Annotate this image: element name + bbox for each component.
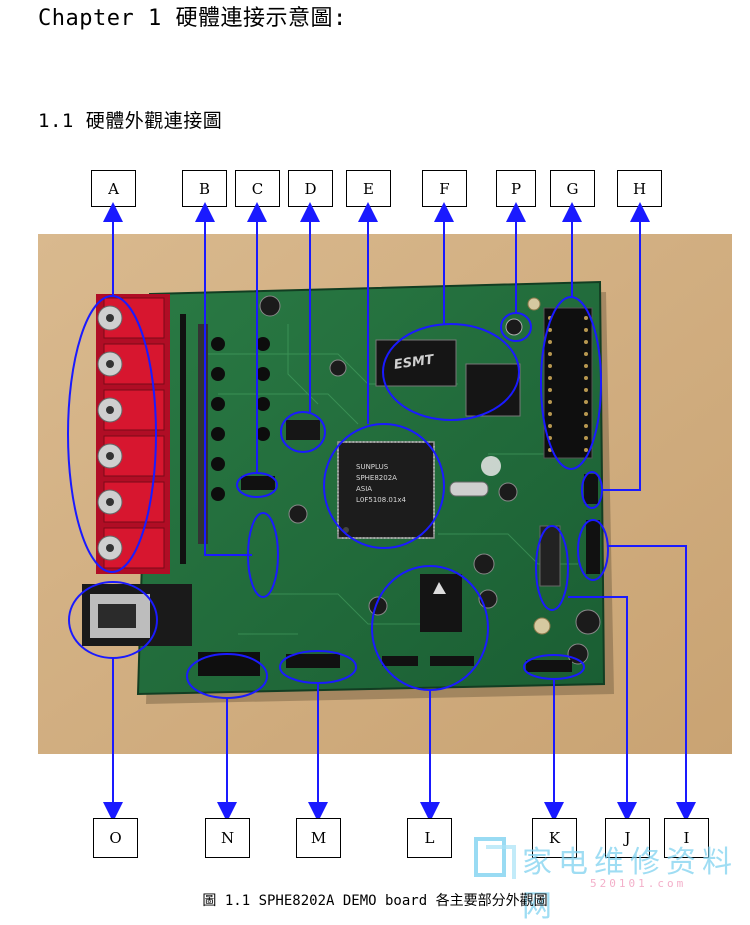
main-chip: SUNPLUS SPHE8202A ASIA L0F5108.01x4 [337, 441, 435, 539]
label-box-k: K [532, 818, 577, 858]
label-box-d: D [288, 170, 333, 207]
ellipse-j [535, 525, 569, 611]
label-box-n: N [205, 818, 250, 858]
eeprom-socket [543, 307, 593, 459]
watermark-url: 520101.com [590, 877, 687, 890]
label-box-f: F [422, 170, 467, 207]
ellipse-b [247, 512, 279, 598]
main-chip-text-3: ASIA [356, 485, 372, 493]
label-box-h: H [617, 170, 662, 207]
section-title: 1.1 硬體外觀連接圖 [38, 110, 223, 132]
arrow-h [602, 202, 650, 491]
figure-caption: 圖 1.1 SPHE8202A DEMO board 各主要部分外觀圖 [202, 893, 548, 909]
arrow-b [195, 202, 252, 556]
ellipse-h [581, 471, 603, 509]
board-photo: SUNPLUS SPHE8202A ASIA L0F5108.01x4 ESMT [38, 234, 732, 754]
label-box-l: L [407, 818, 452, 858]
main-chip-text-2: SPHE8202A [356, 474, 397, 482]
rca-jacks [96, 294, 170, 574]
ellipse-i [577, 519, 609, 581]
label-box-j: J [605, 818, 650, 858]
ellipse-a [67, 295, 157, 573]
memory-chips: ESMT [375, 339, 521, 417]
arrow-i [608, 545, 696, 822]
label-box-b: B [182, 170, 227, 207]
label-box-i: I [664, 818, 709, 858]
ellipse-m [279, 650, 357, 684]
label-box-e: E [346, 170, 391, 207]
label-box-o: O [93, 818, 138, 858]
ellipse-k [523, 654, 585, 680]
ellipse-c [236, 472, 278, 498]
ellipse-o [68, 581, 158, 659]
main-chip-text-1: SUNPLUS [356, 463, 389, 471]
watermark: 家电维修资料网 520101.com [470, 833, 740, 924]
main-chip-text-4: L0F5108.01x4 [356, 496, 406, 504]
ellipse-d [280, 411, 326, 453]
optical-connector [82, 584, 192, 646]
ellipse-l [371, 565, 489, 691]
watermark-logo-icon [474, 837, 516, 879]
ellipse-p [500, 312, 532, 342]
label-box-g: G [550, 170, 595, 207]
label-box-m: M [296, 818, 341, 858]
ellipse-e [323, 423, 445, 549]
ellipse-g [540, 296, 602, 470]
ellipse-n [186, 653, 268, 699]
chapter-title: Chapter 1 硬體連接示意圖: [38, 6, 347, 31]
flash-chip-text: ESMT [393, 352, 436, 373]
label-box-c: C [235, 170, 280, 207]
arrow-j [568, 596, 637, 822]
ellipse-f [382, 323, 520, 421]
